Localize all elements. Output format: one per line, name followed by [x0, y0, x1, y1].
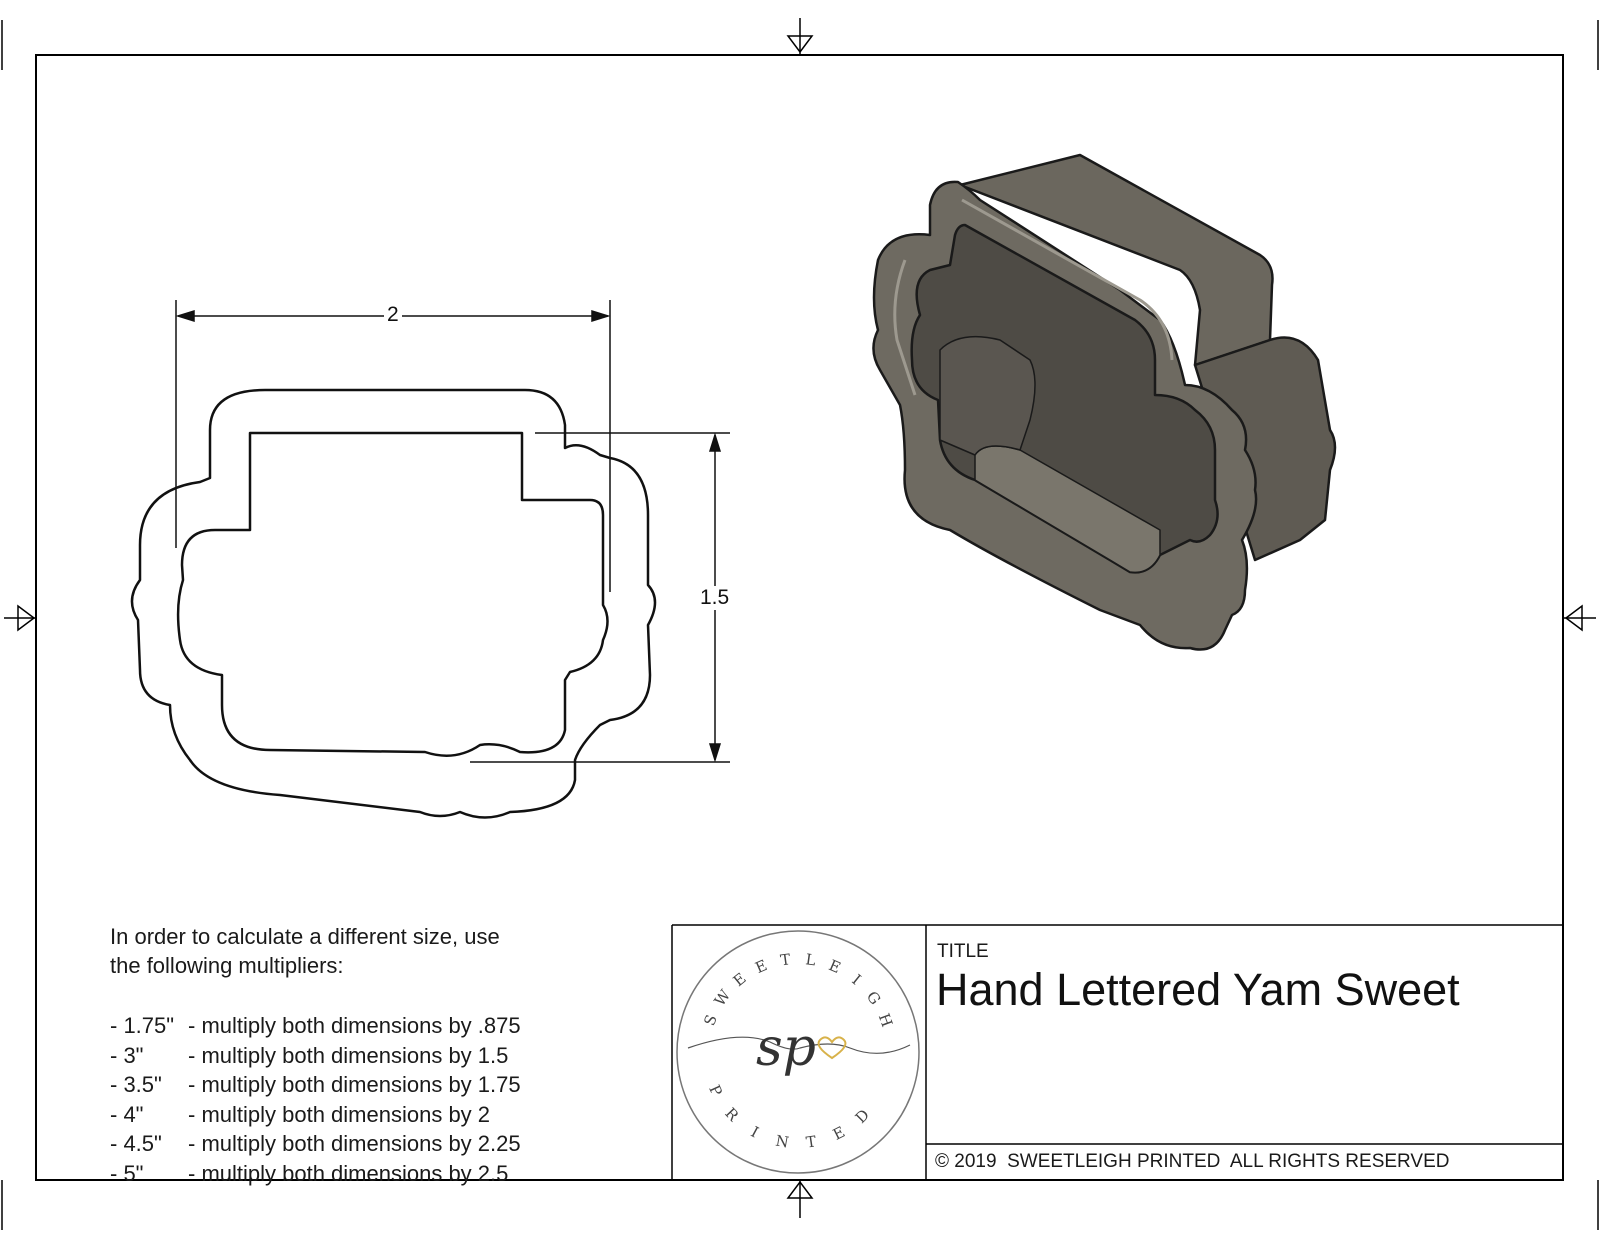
logo-letter: H: [875, 1011, 896, 1029]
height-dimension-label: 1.5: [697, 586, 733, 610]
multiplier-size: - 4": [110, 1101, 144, 1127]
inner-left-wall: [939, 335, 1036, 456]
center-marks: [4, 18, 1596, 1218]
logo-letter: S: [700, 1012, 720, 1028]
logo-letter: T: [805, 1132, 818, 1151]
multiplier-text: - multiply both dimensions by 1.5: [188, 1042, 509, 1068]
logo-letter: N: [774, 1132, 790, 1152]
logo-letter: T: [779, 950, 791, 969]
logo-letter: R: [721, 1104, 742, 1125]
multiplier-size: - 5": [110, 1160, 144, 1186]
multiplier-text: - multiply both dimensions by 2.5: [188, 1160, 509, 1186]
inner-outline: [176, 431, 609, 757]
title-block: [671, 924, 1563, 1180]
right-wall: [1193, 336, 1337, 562]
multiplier-row: - 4.5" - multiply both dimensions by 2.25: [110, 1131, 521, 1157]
logo-letter: E: [830, 1123, 848, 1144]
multiplier-size: - 1.75": [110, 1013, 175, 1038]
multiplier-text: - multiply both dimensions by 2: [188, 1101, 491, 1127]
cutter-outline-drawing: [130, 388, 657, 819]
logo-monogram: sp: [756, 1018, 816, 1078]
multiplier-size: - 3.5": [110, 1072, 162, 1097]
logo-letter: L: [804, 950, 816, 969]
cutter-3d-render: [872, 153, 1337, 651]
logo-letter: I: [748, 1123, 762, 1142]
heart-icon: [817, 1036, 847, 1060]
height-dimension: [470, 432, 730, 763]
multiplier-row: - 4" - multiply both dimensions by 2: [110, 1102, 490, 1128]
multiplier-text: - multiply both dimensions by 1.75: [188, 1072, 521, 1097]
logo-letter: G: [863, 988, 885, 1008]
corner-marks: [1, 20, 1599, 1230]
logo-letter: E: [753, 956, 770, 977]
logo-letter: E: [826, 956, 843, 977]
resize-instructions: In order to calculate a different size, …: [110, 922, 500, 980]
outer-outline: [130, 388, 657, 819]
rim-highlight: [961, 198, 1174, 361]
logo-letter: P: [705, 1082, 726, 1099]
multiplier-row: - 5" - multiply both dimensions by 2.5: [110, 1161, 508, 1187]
rim-highlight-2: [893, 259, 917, 396]
instruction-line-1: In order to calculate a different size, …: [110, 924, 500, 949]
multiplier-size: - 3": [110, 1042, 144, 1068]
drawing-title: Hand Lettered Yam Sweet: [936, 964, 1460, 1015]
logo-letter: W: [711, 986, 735, 1009]
title-label: TITLE: [937, 941, 989, 962]
logo-letter: E: [730, 969, 750, 990]
logo-letter: D: [852, 1106, 873, 1127]
instruction-line-2: the following multipliers:: [110, 953, 344, 978]
multiplier-row: - 1.75" - multiply both dimensions by .87…: [110, 1013, 521, 1039]
multiplier-text: - multiply both dimensions by .875: [188, 1013, 521, 1038]
logo-letter: I: [848, 971, 864, 989]
multiplier-row: - 3.5" - multiply both dimensions by 1.75: [110, 1072, 521, 1098]
multiplier-row: - 3" - multiply both dimensions by 1.5: [110, 1043, 508, 1069]
width-dimension: [175, 300, 611, 592]
multiplier-size: - 4.5": [110, 1131, 162, 1156]
multiplier-text: - multiply both dimensions by 2.25: [188, 1131, 521, 1156]
width-dimension-label: 2: [384, 303, 402, 327]
copyright-text: © 2019 SWEETLEIGH PRINTED ALL RIGHTS RES…: [935, 1151, 1450, 1172]
